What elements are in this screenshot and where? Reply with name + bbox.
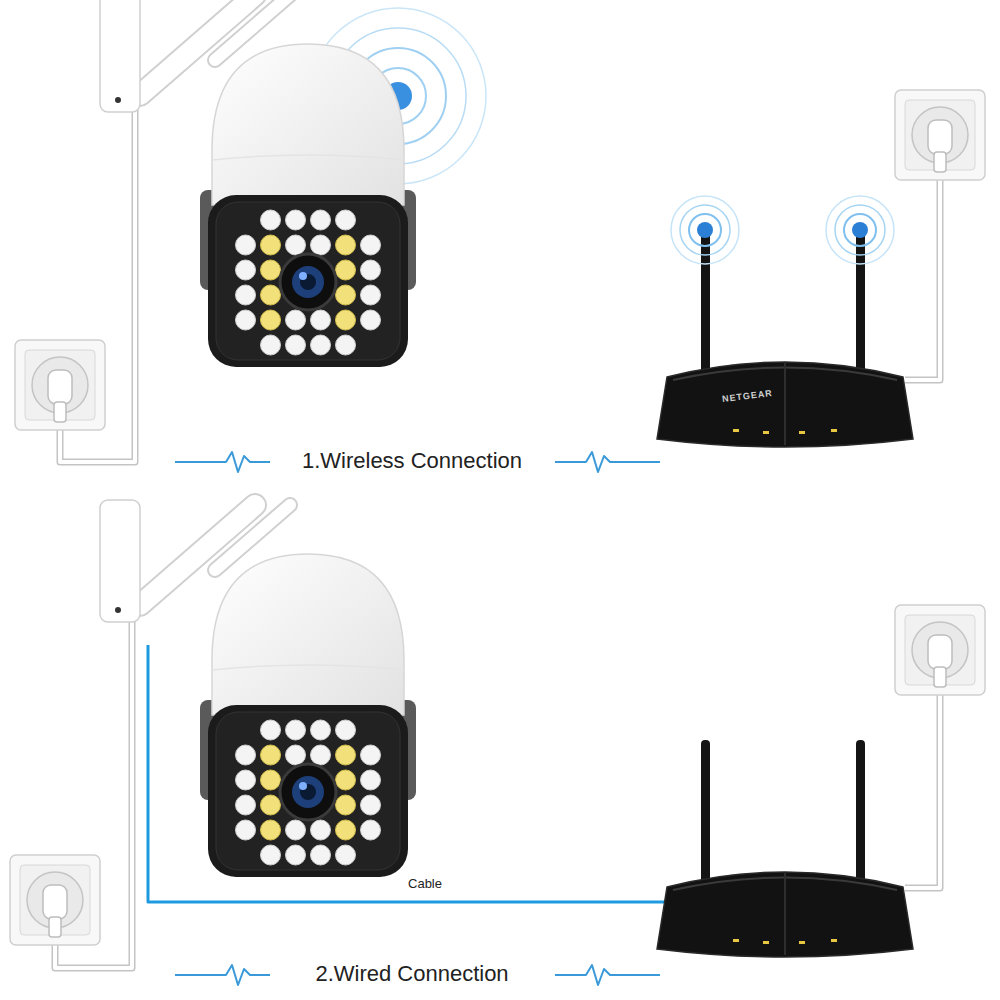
caption-text: 1.Wireless Connection — [302, 449, 522, 473]
ptz-camera — [200, 554, 416, 877]
cable-label: Cable — [408, 877, 442, 891]
wall-socket — [895, 90, 985, 180]
caption-text: 2.Wired Connection — [315, 962, 508, 986]
wall-socket — [10, 855, 100, 945]
antenna-signal — [671, 196, 894, 264]
power-cable — [55, 615, 940, 968]
power-cable — [60, 105, 940, 462]
wall-socket — [895, 605, 985, 695]
router — [657, 740, 913, 957]
ptz-camera — [200, 44, 416, 367]
wall-socket — [15, 340, 105, 430]
